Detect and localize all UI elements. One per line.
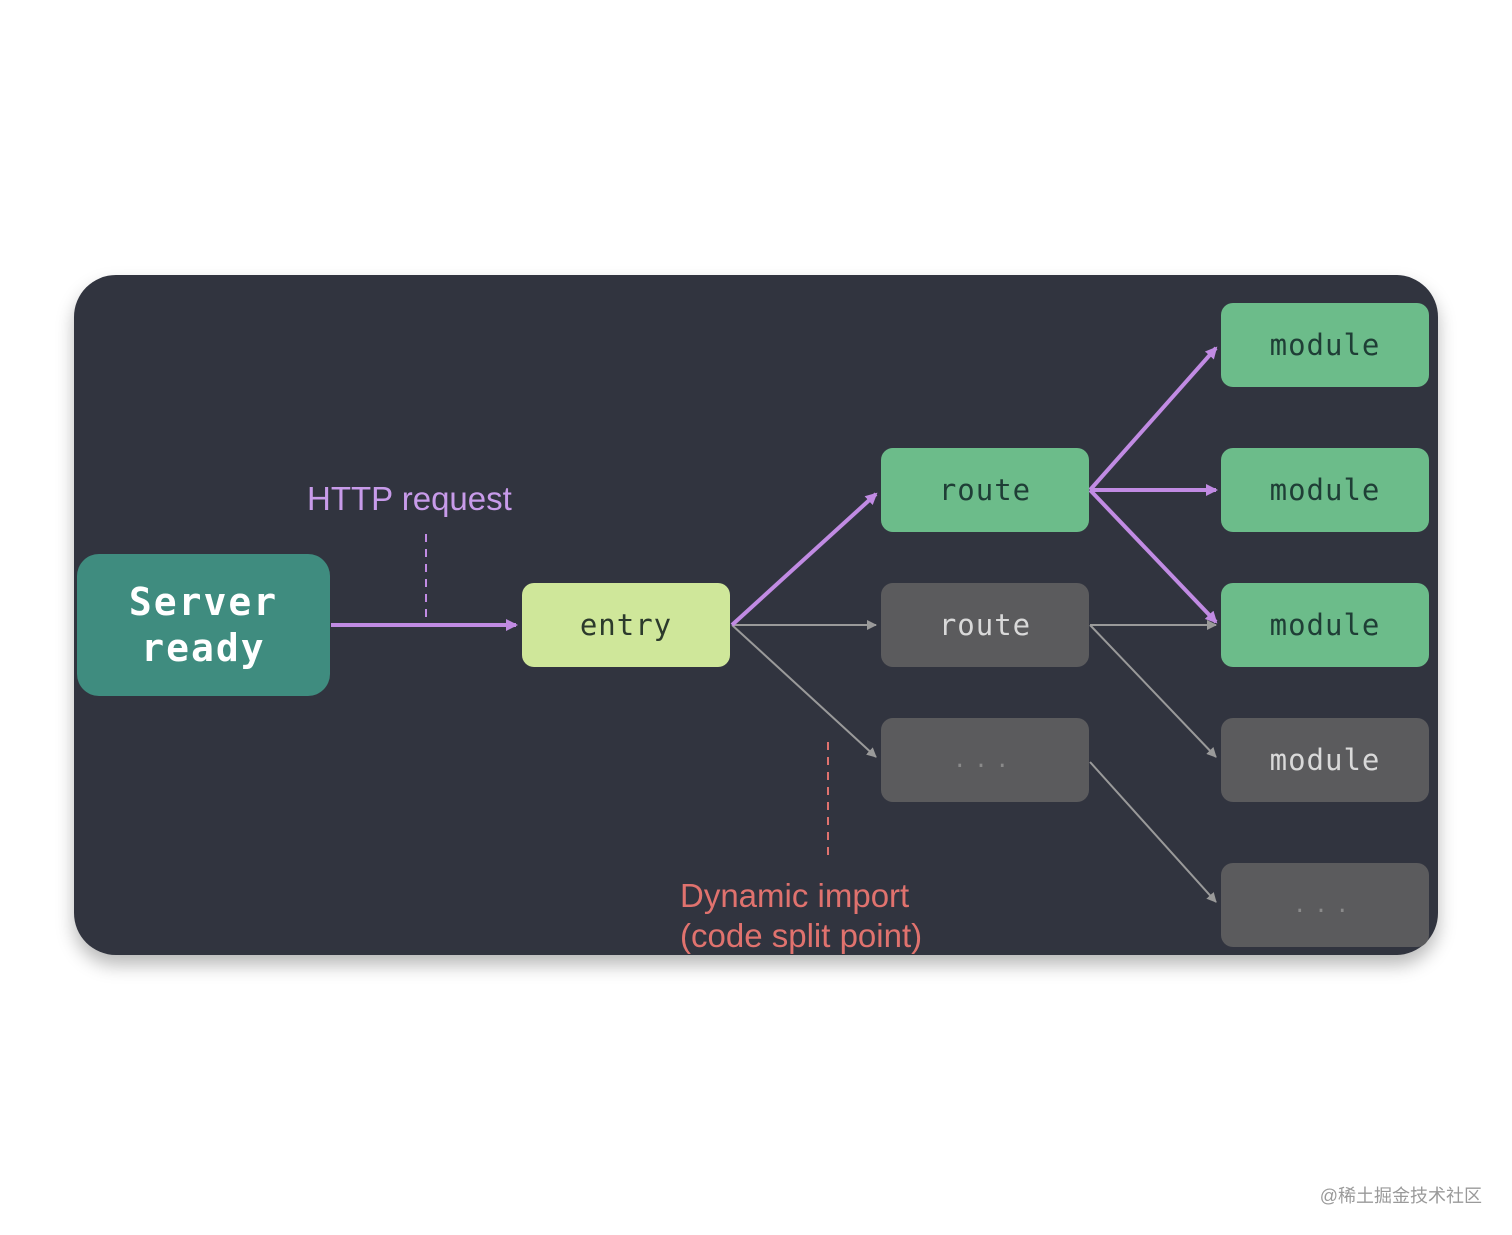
edge-route-module-3 — [1088, 488, 1218, 624]
entry-node: entry — [522, 583, 730, 667]
edge-route-module-4 — [1089, 624, 1217, 758]
server-ready-node: Server ready — [77, 554, 330, 696]
dynamic-import-label: Dynamic import (code split point) — [680, 877, 923, 954]
module-more-node: ... — [1221, 863, 1429, 947]
module-node-3: module — [1221, 583, 1429, 667]
module-node-1: module — [1221, 303, 1429, 387]
module-node-4: module — [1221, 718, 1429, 802]
route-node-inactive: route — [881, 583, 1089, 667]
edge-entry-route-more — [731, 624, 877, 758]
edge-entry-route-active — [730, 492, 878, 627]
module-node-2: module — [1221, 448, 1429, 532]
edge-route-module-1 — [1088, 346, 1218, 492]
edge-more-module-more — [1089, 761, 1217, 903]
route-node-active: route — [881, 448, 1089, 532]
route-more-node: ... — [881, 718, 1089, 802]
http-request-label: HTTP request — [307, 480, 512, 517]
watermark: @稀土掘金技术社区 — [1319, 1186, 1482, 1206]
